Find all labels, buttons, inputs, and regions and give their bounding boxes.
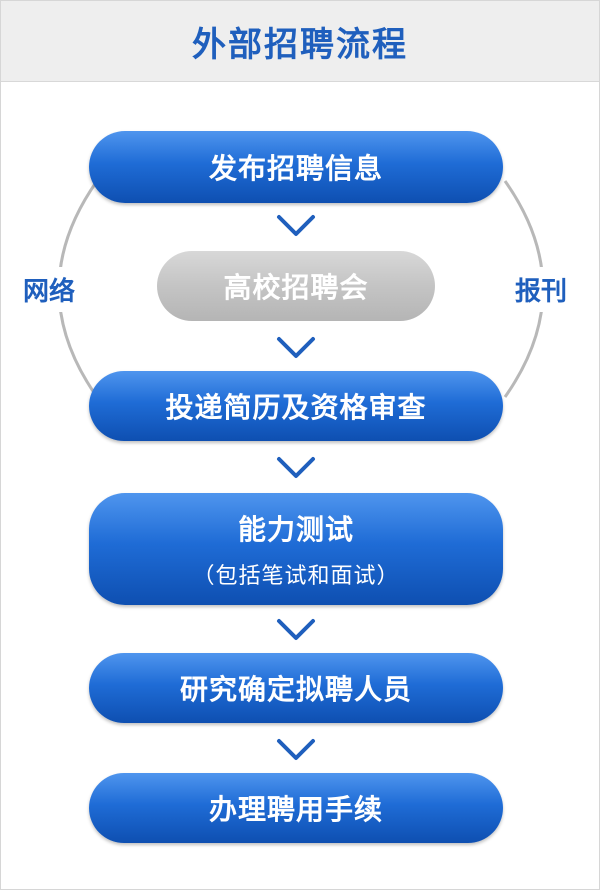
step-publish-info: 发布招聘信息: [89, 131, 503, 203]
step-hiring-procedures: 办理聘用手续: [89, 773, 503, 843]
page-title: 外部招聘流程: [192, 24, 408, 65]
chevron-down-icon: [277, 457, 315, 478]
step-ability-test: 能力测试 （包括笔试和面试）: [89, 493, 503, 605]
step-label: 高校招聘会: [223, 271, 369, 304]
chevron-down-icon: [277, 337, 315, 358]
step-sublabel: （包括笔试和面试）: [192, 564, 400, 589]
chevron-down-icon: [277, 739, 315, 760]
header-bar: 外部招聘流程: [1, 1, 599, 82]
step-label: 能力测试: [237, 513, 354, 546]
channel-label-press: 报刊: [515, 267, 568, 312]
step-campus-fair: 高校招聘会: [157, 251, 435, 321]
channel-label-network: 网络: [23, 267, 76, 312]
step-resume-screening: 投递简历及资格审查: [89, 371, 503, 441]
step-label: 投递简历及资格审查: [165, 391, 427, 424]
chevron-down-icon: [277, 215, 315, 236]
step-determine-candidates: 研究确定拟聘人员: [89, 653, 503, 723]
step-label: 办理聘用手续: [208, 793, 383, 826]
step-label: 研究确定拟聘人员: [179, 673, 412, 706]
step-label: 发布招聘信息: [208, 152, 383, 185]
chevron-down-icon: [277, 619, 315, 640]
